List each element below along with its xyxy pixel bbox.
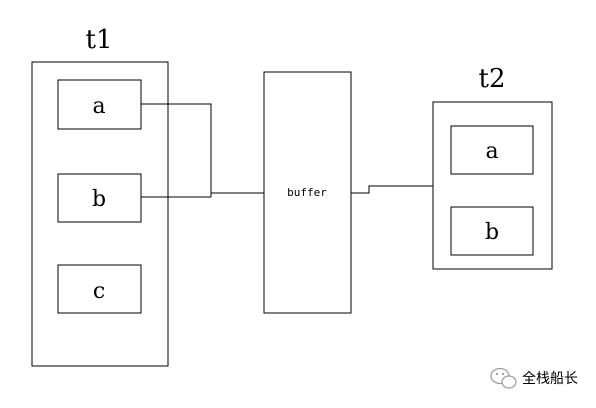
t1-title: t1	[86, 25, 113, 55]
connector-a-to-buffer	[141, 103, 212, 197]
t1-item-a-label: a	[92, 94, 105, 119]
connector-buffer-to-t2	[351, 185, 433, 194]
t1-item-b-box	[57, 173, 142, 223]
t1-buffer-connectors	[141, 103, 264, 198]
t2-container	[432, 101, 553, 270]
wechat-icon	[490, 367, 517, 389]
t1-container	[31, 61, 169, 367]
t1-item-b-label: b	[92, 187, 106, 212]
watermark-text: 全栈船长	[522, 370, 578, 386]
t2-item-a-box	[450, 125, 534, 175]
t1-item-c-box	[57, 264, 142, 314]
buffer-group: buffer	[263, 71, 352, 314]
t1-group: t1 a b c	[31, 25, 169, 367]
t2-title: t2	[479, 64, 506, 94]
t1-item-c-label: c	[93, 279, 105, 304]
t2-group: t2 a b	[432, 64, 553, 270]
t2-item-b-label: b	[485, 220, 499, 245]
watermark: 全栈船长	[490, 367, 578, 389]
t2-item-b-box	[450, 206, 534, 256]
t2-item-a-label: a	[485, 139, 498, 164]
buffer-label: buffer	[287, 186, 327, 199]
